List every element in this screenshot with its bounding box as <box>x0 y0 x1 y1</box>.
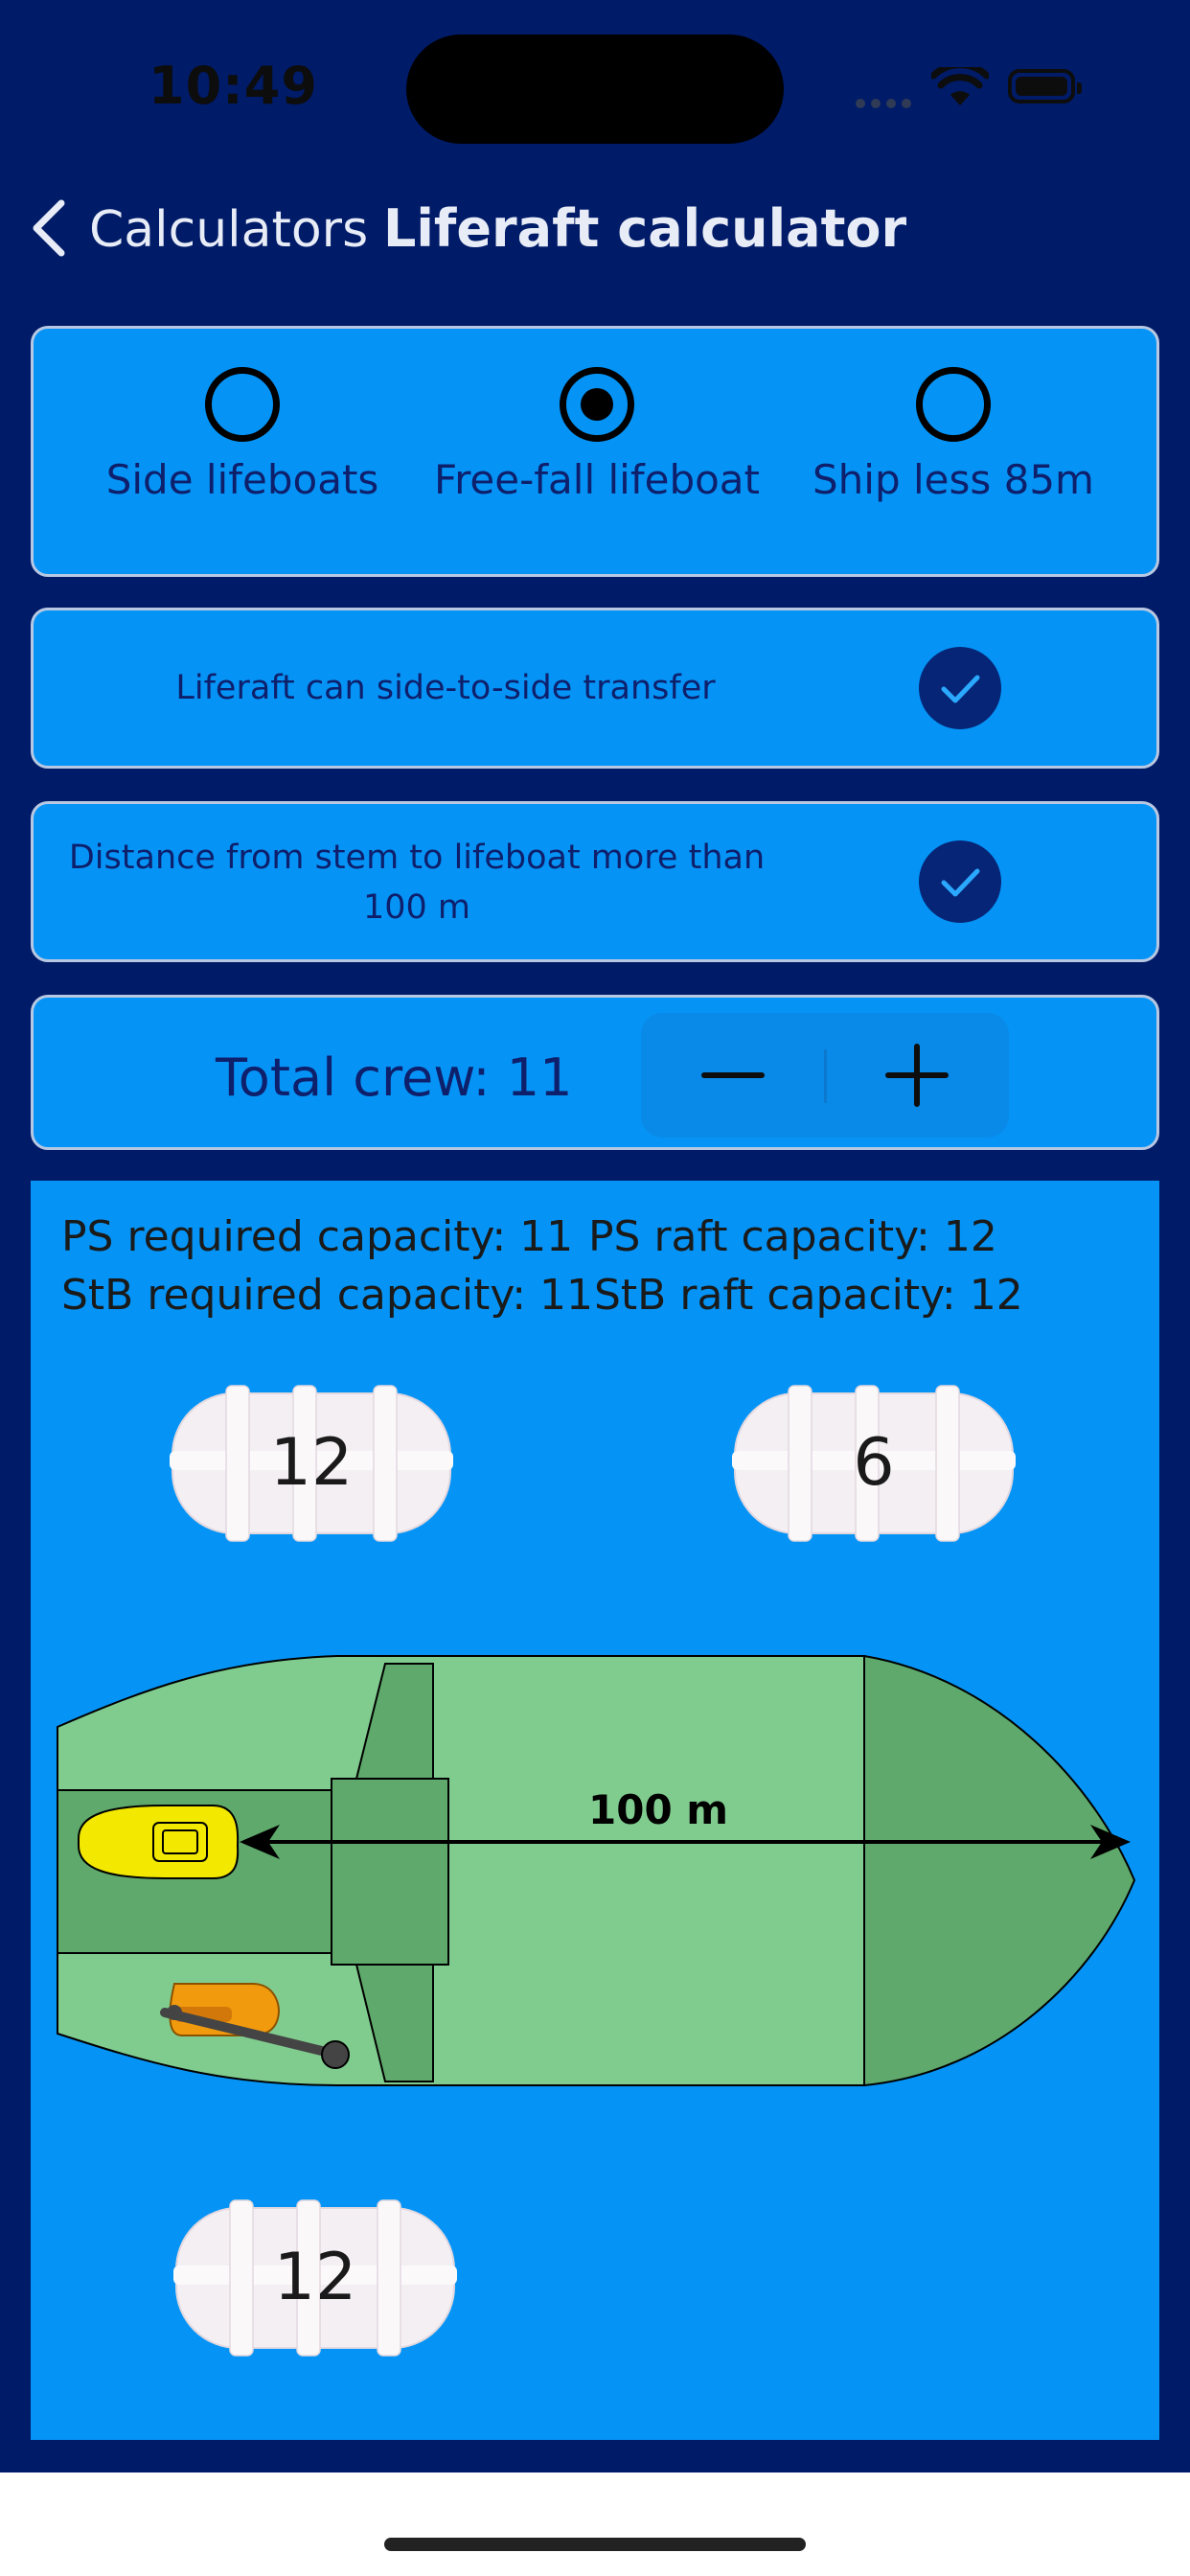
ship-diagram <box>57 1385 1136 2357</box>
ps-raft-capacity: PS raft capacity: 12 <box>588 1212 997 1261</box>
radio-circle[interactable] <box>205 367 280 442</box>
wifi-icon <box>929 61 991 113</box>
side-transfer-card: Liferaft can side-to-side transfer <box>31 608 1159 769</box>
radio-circle-selected[interactable] <box>560 367 634 442</box>
status-time: 10:49 <box>149 56 318 116</box>
lifeboat-icon <box>78 1805 240 1879</box>
distance-label: 100 m <box>588 1786 729 1833</box>
stb-required-capacity: StB required capacity: 11 <box>61 1271 594 1320</box>
crew-stepper[interactable] <box>641 1013 1009 1138</box>
radio-ship-less-85m[interactable]: Ship less 85m <box>771 329 1135 574</box>
raft-capacity-ps-fore: 12 <box>269 1425 354 1501</box>
back-chevron-icon[interactable] <box>27 197 69 263</box>
home-indicator[interactable] <box>384 2538 806 2551</box>
checkmark-icon <box>941 868 980 897</box>
side-transfer-label: Liferaft can side-to-side transfer <box>175 669 716 707</box>
increment-button[interactable] <box>825 1013 1009 1138</box>
raft-capacity-stb: 12 <box>273 2240 357 2315</box>
minus-icon <box>701 1072 765 1078</box>
ps-required-capacity: PS required capacity: 11 <box>61 1212 574 1261</box>
radio-label: Side lifeboats <box>105 456 379 503</box>
side-transfer-checkbox[interactable] <box>919 647 1001 729</box>
decrement-button[interactable] <box>641 1013 825 1138</box>
stem-distance-card: Distance from stem to lifeboat more than… <box>31 801 1159 962</box>
radio-circle[interactable] <box>916 367 991 442</box>
back-button[interactable]: Calculators <box>89 201 369 259</box>
radio-free-fall-lifeboat[interactable]: Free-fall lifeboat <box>415 329 779 574</box>
stem-distance-checkbox[interactable] <box>919 840 1001 923</box>
plus-icon <box>885 1044 949 1107</box>
battery-icon <box>1008 69 1082 104</box>
home-bar-area <box>0 2472 1190 2576</box>
stb-raft-capacity: StB raft capacity: 12 <box>594 1271 1023 1320</box>
launch-type-card: Side lifeboats Free-fall lifeboat Ship l… <box>31 326 1159 577</box>
radio-side-lifeboats[interactable]: Side lifeboats <box>60 329 424 574</box>
page-title: Liferaft calculator <box>383 198 907 259</box>
stem-distance-label: Distance from stem to lifeboat more than… <box>68 839 766 927</box>
result-panel: PS required capacity: 11 PS raft capacit… <box>31 1181 1159 2440</box>
dynamic-island <box>406 34 784 144</box>
raft-capacity-ps-aft: 6 <box>853 1425 895 1501</box>
checkmark-icon <box>941 675 980 703</box>
total-crew-label: Total crew: 11 <box>216 1047 573 1108</box>
signal-icon <box>856 94 917 112</box>
radio-label: Ship less 85m <box>812 456 1094 503</box>
crew-card: Total crew: 11 <box>31 995 1159 1150</box>
radio-label: Free-fall lifeboat <box>433 456 761 503</box>
